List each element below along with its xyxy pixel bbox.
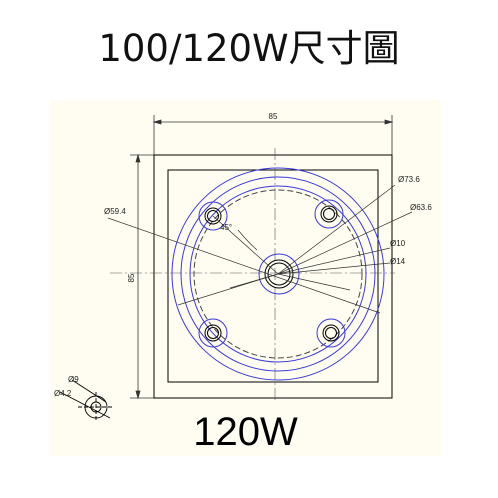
mounting-circles [171,167,385,381]
bolt-circle [193,189,363,359]
diameter-9-label: Ø9 [68,375,79,384]
top-dimension [152,115,394,160]
detail-hole [59,379,114,422]
circle-73-6 [171,167,385,381]
centerlines [110,148,395,400]
page-title: 100/120W尺寸圖 [98,27,400,70]
outer-square [153,154,393,399]
drawing-panel: 85 85 [50,100,441,456]
circle-63-6 [180,176,376,372]
mounting-holes [198,199,346,348]
width-dimension-label: 85 [269,112,278,121]
diameter-59-4-label: Ø59.4 [104,207,126,216]
dimension-drawing: 85 85 [54,112,432,422]
diameter-73-6-label: Ø73.6 [398,175,420,184]
left-dimension [130,153,170,400]
model-label: 120W [193,410,298,454]
circle-59-4 [189,185,367,363]
hole-bottom-right [316,318,346,348]
diameter-4-2-label: Ø4.2 [54,389,72,398]
hole-top-left [198,201,228,231]
diameter-14-label: Ø14 [390,257,406,266]
leader-lines [107,184,413,314]
angle-label: 45° [220,223,232,232]
diameter-63-6-label: Ø63.6 [410,203,432,212]
height-dimension-label: 85 [127,273,136,282]
hole-top-right [314,199,344,229]
diameter-10-label: Ø10 [390,239,406,248]
inner-square [167,169,379,383]
hole-bottom-left [198,318,228,348]
